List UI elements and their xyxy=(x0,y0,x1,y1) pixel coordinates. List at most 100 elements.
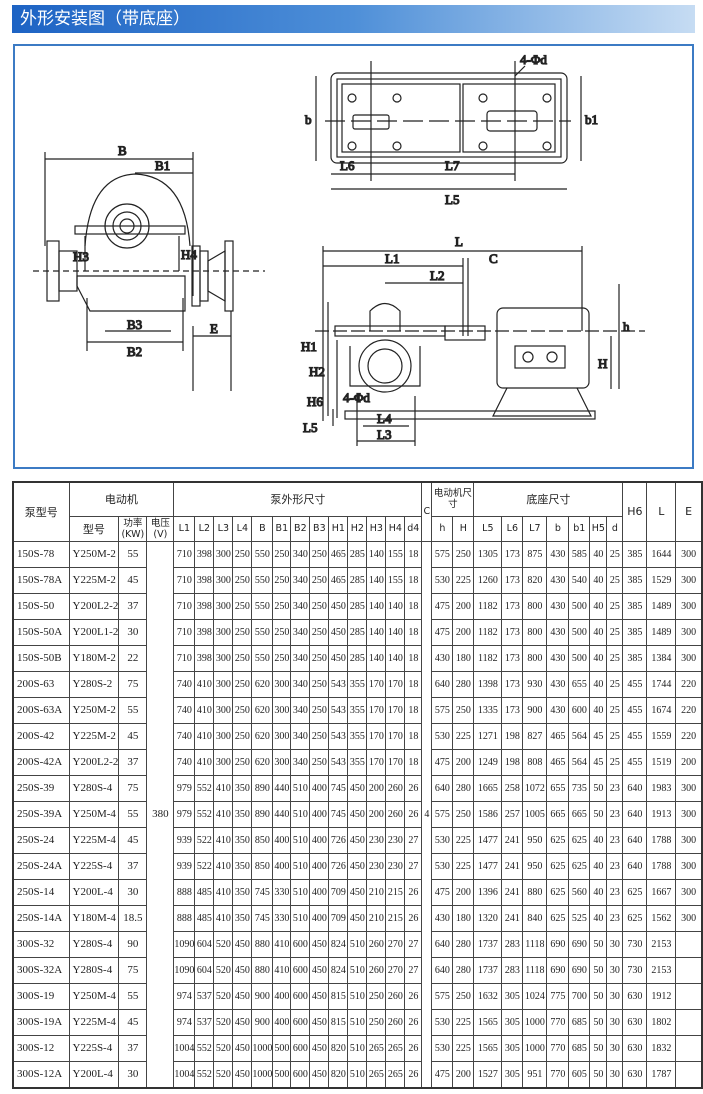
pump-dim-cell: 520 xyxy=(213,1060,234,1088)
pump-dim-cell: 620 xyxy=(251,722,274,750)
pump-dim-cell: 522 xyxy=(194,852,215,880)
header-base-l5: L5 xyxy=(473,515,503,542)
base-dim-cell: 23 xyxy=(606,878,624,906)
pump-dim-cell: 709 xyxy=(328,878,349,906)
base-dim-cell: 50 xyxy=(589,982,608,1010)
motor-dim-cell: 180 xyxy=(452,904,475,932)
pump-dim-cell: 1090 xyxy=(173,930,196,958)
base-dim-cell: 1005 xyxy=(522,800,548,828)
label-B1: B1 xyxy=(155,158,170,173)
motor-model-cell: Y250M-4 xyxy=(68,800,120,828)
motor-dim-cell: 280 xyxy=(452,956,475,984)
pump-dim-cell: 215 xyxy=(385,878,406,906)
pump-dim-cell: 450 xyxy=(347,878,368,906)
pump-dim-cell: 170 xyxy=(385,696,406,724)
power-cell: 18.5 xyxy=(118,904,148,932)
pump-dim-cell: 140 xyxy=(385,592,406,620)
label-B: B xyxy=(118,143,127,158)
base-dim-cell: 25 xyxy=(606,748,624,776)
pump-dim-cell: 400 xyxy=(309,904,330,932)
header-motor-dims: 电动机尺寸 xyxy=(431,481,475,517)
pump-dim-cell: 440 xyxy=(272,774,292,802)
pump-dim-cell: 410 xyxy=(213,800,234,828)
e-cell: 220 xyxy=(675,696,703,724)
base-dim-cell: 25 xyxy=(606,644,624,672)
pump-dim-cell: 400 xyxy=(309,826,330,854)
base-dim-cell: 30 xyxy=(606,930,624,958)
motor-dim-cell: 200 xyxy=(452,748,475,776)
pump-model-cell: 300S-19A xyxy=(12,1008,70,1036)
base-dim-cell: 1305 xyxy=(473,540,503,568)
pump-dim-cell: 170 xyxy=(366,670,387,698)
label-b: b xyxy=(305,112,312,127)
base-dim-cell: 800 xyxy=(522,618,548,646)
label-H1: H1 xyxy=(301,339,317,354)
header-motor-h: H xyxy=(452,515,475,542)
motor-dim-cell: 575 xyxy=(431,800,454,828)
base-dim-cell: 500 xyxy=(568,644,591,672)
pump-dim-cell: 410 xyxy=(272,956,292,984)
voltage-cell: 380 xyxy=(146,540,175,1088)
pump-dim-cell: 300 xyxy=(213,722,234,750)
pump-dim-cell: 26 xyxy=(404,904,423,932)
base-dim-cell: 465 xyxy=(546,748,570,776)
l-cell: 1489 xyxy=(646,592,677,620)
base-dim-cell: 1477 xyxy=(473,852,503,880)
pump-dim-cell: 285 xyxy=(347,644,368,672)
l-cell: 1787 xyxy=(646,1060,677,1088)
pump-dim-cell: 355 xyxy=(347,722,368,750)
pump-dim-cell: 522 xyxy=(194,826,215,854)
pump-dim-cell: 710 xyxy=(173,540,196,568)
pump-model-cell: 300S-19 xyxy=(12,982,70,1010)
pump-dim-cell: 340 xyxy=(290,566,311,594)
base-dim-cell: 700 xyxy=(568,982,591,1010)
label-H6: H6 xyxy=(307,394,323,409)
base-dim-cell: 465 xyxy=(546,722,570,750)
base-dim-cell: 50 xyxy=(589,1060,608,1088)
pump-dim-cell: 709 xyxy=(328,904,349,932)
pump-dim-cell: 350 xyxy=(232,774,253,802)
pump-dim-cell: 140 xyxy=(366,540,387,568)
pump-dim-cell: 880 xyxy=(251,930,274,958)
power-cell: 37 xyxy=(118,1034,148,1062)
base-dim-cell: 430 xyxy=(546,566,570,594)
base-dim-cell: 25 xyxy=(606,618,624,646)
pump-dim-cell: 974 xyxy=(173,982,196,1010)
base-dim-cell: 500 xyxy=(568,618,591,646)
h6-cell: 640 xyxy=(622,800,648,828)
label-L1: L1 xyxy=(385,251,399,266)
pump-dim-cell: 1000 xyxy=(251,1060,274,1088)
motor-dim-cell: 280 xyxy=(452,930,475,958)
pump-dim-cell: 250 xyxy=(232,748,253,776)
pump-dim-cell: 250 xyxy=(272,566,292,594)
base-dim-cell: 560 xyxy=(568,878,591,906)
header-l1: L1 xyxy=(173,515,196,542)
pump-dim-cell: 465 xyxy=(328,566,349,594)
base-dim-cell: 305 xyxy=(501,1034,524,1062)
motor-dim-cell: 250 xyxy=(452,982,475,1010)
motor-dim-cell: 250 xyxy=(452,800,475,828)
base-dim-cell: 625 xyxy=(546,878,570,906)
installation-drawing: B B1 H3 H4 B3 B2 E 4-Φd b b1 L6 L7 L5 xyxy=(13,44,694,469)
pump-dim-cell: 140 xyxy=(366,566,387,594)
power-cell: 37 xyxy=(118,748,148,776)
pump-dim-cell: 340 xyxy=(290,592,311,620)
pump-dim-cell: 815 xyxy=(328,1008,349,1036)
e-cell: 300 xyxy=(675,540,703,568)
pump-dim-cell: 155 xyxy=(385,540,406,568)
pump-dim-cell: 740 xyxy=(173,670,196,698)
pump-dim-cell: 450 xyxy=(309,1034,330,1062)
pump-dim-cell: 300 xyxy=(213,696,234,724)
motor-dim-cell: 640 xyxy=(431,670,454,698)
e-cell xyxy=(675,930,703,958)
pump-dim-cell: 340 xyxy=(290,748,311,776)
pump-dim-cell: 26 xyxy=(404,800,423,828)
base-dim-cell: 775 xyxy=(546,982,570,1010)
pump-model-cell: 250S-14A xyxy=(12,904,70,932)
pump-dim-cell: 510 xyxy=(290,904,311,932)
pump-dim-cell: 520 xyxy=(213,1034,234,1062)
